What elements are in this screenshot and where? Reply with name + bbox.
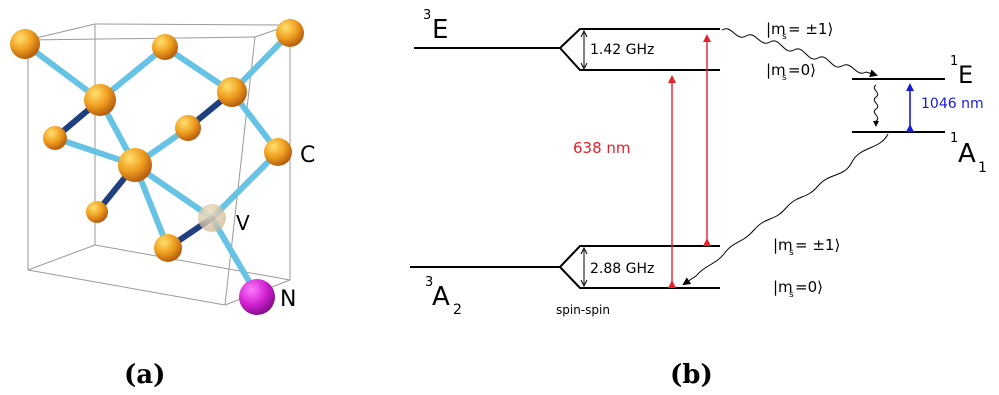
svg-text:|m: |m: [773, 236, 793, 254]
singlet-upper-label: E: [958, 61, 973, 89]
carbon-atom: [118, 148, 152, 182]
ground-triplet-sup: 3: [425, 275, 433, 290]
svg-text:=0⟩: =0⟩: [788, 61, 816, 79]
svg-text:= ±1⟩: = ±1⟩: [788, 20, 833, 38]
carbon-atom: [86, 201, 108, 223]
spin-state-excited-pm1: |m s = ±1⟩: [766, 20, 833, 42]
infrared-wavelength-label: 1046 nm: [921, 96, 984, 112]
optical-wavelength-label: 638 nm: [573, 139, 631, 157]
isc-wavy-arrow-lower: [682, 133, 889, 286]
unit-cell-box: [27, 23, 291, 306]
ground-triplet-label: A: [432, 282, 450, 312]
carbon-atom: [264, 138, 292, 166]
svg-text:=0⟩: =0⟩: [795, 278, 823, 296]
spin-spin-note: spin-spin: [556, 303, 610, 317]
vacancy-site: [198, 204, 226, 232]
excited-triplet-sup: 3: [423, 8, 431, 23]
panel-a-caption: (a): [124, 360, 165, 390]
svg-text:|m: |m: [766, 20, 786, 38]
panel-a-lattice: C V N (a): [10, 19, 315, 390]
carbon-atom: [152, 34, 178, 60]
vacancy-label: V: [236, 211, 250, 235]
panel-b-caption: (b): [670, 360, 713, 390]
ground-triplet-manifold: [410, 245, 720, 289]
svg-text:s: s: [782, 32, 787, 42]
singlet-upper-sup: 1: [950, 54, 958, 69]
carbon-atom: [175, 115, 201, 141]
carbon-atom: [43, 126, 67, 150]
carbon-label: C: [300, 143, 315, 168]
singlet-lower-label: A: [958, 139, 976, 169]
ground-triplet-sub: 2: [453, 302, 462, 318]
excited-triplet-manifold: [414, 28, 720, 71]
excited-splitting-label: 1.42 GHz: [590, 42, 654, 58]
carbon-atom: [84, 84, 116, 116]
isc-wavy-arrow-upper: [721, 28, 878, 78]
svg-text:s: s: [789, 290, 794, 300]
svg-text:= ±1⟩: = ±1⟩: [795, 236, 840, 254]
internal-conversion-wavy-arrow: [873, 84, 879, 127]
nitrogen-atom: [239, 279, 275, 315]
ground-splitting-arrow: [580, 246, 588, 288]
carbon-atom: [276, 19, 304, 47]
excited-splitting-arrow: [580, 29, 588, 71]
nitrogen-label: N: [280, 287, 296, 312]
spin-state-ground-pm1: |m s = ±1⟩: [773, 236, 840, 258]
svg-text:|m: |m: [766, 61, 786, 79]
spin-state-ground-0: |m s =0⟩: [773, 278, 823, 300]
carbon-atoms: [10, 19, 304, 262]
panel-b-energy-levels: 3 E 3 A 2 1 E 1 A 1 1.42 GHz 2.88 GHz 63…: [410, 8, 987, 390]
singlet-lower-sub: 1: [978, 160, 987, 176]
svg-text:|m: |m: [773, 278, 793, 296]
spin-state-excited-0: |m s =0⟩: [766, 61, 816, 83]
svg-text:s: s: [782, 73, 787, 83]
ground-splitting-label: 2.88 GHz: [590, 261, 654, 277]
carbon-atom: [10, 29, 40, 59]
singlet-lower-sup: 1: [950, 131, 958, 146]
svg-text:s: s: [789, 248, 794, 258]
excited-triplet-label: E: [432, 15, 448, 45]
carbon-atom: [217, 77, 247, 107]
carbon-atom: [154, 234, 182, 262]
